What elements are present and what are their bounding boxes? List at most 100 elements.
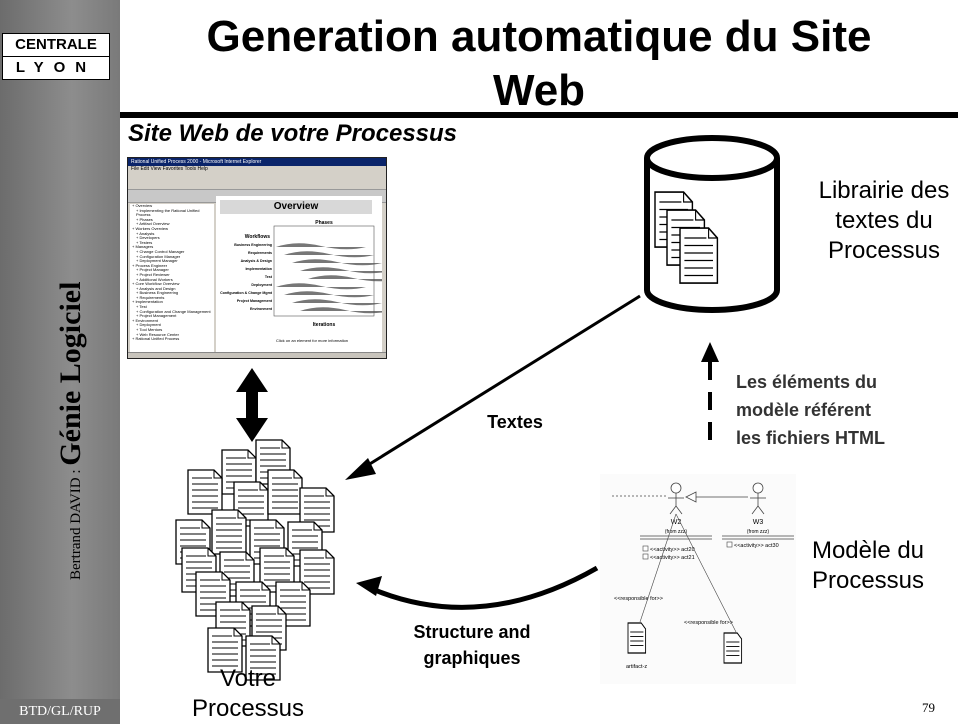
tree-item[interactable]: + Test xyxy=(136,304,147,310)
activity-act20: <<activity>> act20 xyxy=(650,547,695,553)
tree-item[interactable]: + Artifact Overview xyxy=(136,221,170,227)
workflow-row-label: Business Engineering xyxy=(234,243,272,247)
reference-dashed-arrow xyxy=(701,342,719,448)
svg-text:Bertrand DAVID : Génie Lo: Bertrand DAVID : Génie Logiciel xyxy=(54,282,87,580)
library-label-1: Librairie des xyxy=(819,177,950,204)
artifact-name: artifact-z xyxy=(626,664,647,670)
responsible-label-1: <<responsible for>> xyxy=(614,596,663,602)
workflow-row-label: Project Management xyxy=(237,299,273,303)
tree-item[interactable]: + Deployment xyxy=(136,322,161,328)
workflow-hump xyxy=(300,307,382,314)
document-icon xyxy=(267,469,303,515)
model-label-1: Modèle du xyxy=(812,537,924,564)
tree-item[interactable]: + Additional Workers xyxy=(136,276,173,282)
document-icon xyxy=(187,469,223,515)
workflow-hump xyxy=(276,283,366,290)
model-label-2: Processus xyxy=(812,567,924,594)
actor-w2-name: W2 xyxy=(671,519,682,526)
activity-act30: <<activity>> act30 xyxy=(734,543,779,549)
document-icon xyxy=(211,509,247,555)
tree-item[interactable]: + Environment xyxy=(132,317,158,323)
structure-arrow xyxy=(356,565,599,610)
tree-item[interactable]: + Developers xyxy=(136,235,160,241)
artifact-doc-icon xyxy=(627,622,647,654)
tree-item[interactable]: + Testers xyxy=(136,239,153,245)
workflows-label: Workflows xyxy=(245,234,270,240)
browser-hint: Click on an element for more information xyxy=(276,338,348,343)
tree-item[interactable]: + Business Engineering xyxy=(136,290,179,296)
title-rule xyxy=(120,112,958,118)
author-label: Bertrand DAVID : Génie Logiciel xyxy=(54,282,87,580)
tree-item[interactable]: + Project Management xyxy=(136,313,177,319)
browser-menubar: File Edit View Favorites Tools Help xyxy=(131,166,208,172)
actor-w3-icon xyxy=(750,482,766,515)
slide-subtitle: Site Web de votre Processus xyxy=(128,120,458,147)
title-line-2: Web xyxy=(492,66,586,115)
workflow-row-label: Deployment xyxy=(251,283,272,287)
author-main: Génie Logiciel xyxy=(54,282,87,466)
tree-item[interactable]: + Deployment Manager xyxy=(136,258,178,264)
browser-tree: + Overview+ Implementing the Rational Un… xyxy=(130,204,214,352)
elements-label-3: les fichiers HTML xyxy=(736,428,885,448)
browser-titlebar: Rational Unified Process 2000 - Microsof… xyxy=(128,158,386,166)
tree-item[interactable]: + Web Resource Center xyxy=(136,331,179,337)
workflow-row-label: Implementation xyxy=(245,267,272,271)
tree-item[interactable]: + Implementation xyxy=(132,299,163,305)
tree-item[interactable]: + Project Reviewer xyxy=(136,271,170,277)
double-arrow-icon xyxy=(236,368,268,442)
workflow-hump xyxy=(308,275,382,282)
process-label-2: Processus xyxy=(192,695,304,722)
uml-model-diagram: W2 (from zzz) W3 (from zzz) <<activity>>… xyxy=(600,474,796,684)
page-number: 79 xyxy=(922,700,935,715)
title-line-1: Generation automatique du Site xyxy=(206,12,872,61)
browser-screenshot: Rational Unified Process 2000 - Microsof… xyxy=(127,157,387,359)
logo-centrale: CENTRALE xyxy=(2,33,110,57)
structure-label-2: graphiques xyxy=(423,648,520,668)
workflow-hump xyxy=(300,267,382,274)
browser-toolbar xyxy=(128,173,386,190)
textes-arrow xyxy=(345,294,641,480)
tree-item[interactable]: + Overview xyxy=(132,204,153,208)
author-prefix: Bertrand DAVID : xyxy=(68,466,84,580)
elements-label-1: Les éléments du xyxy=(736,372,877,392)
tree-item[interactable]: + Process Engineer xyxy=(132,262,168,268)
tree-item[interactable]: + Workers Overview xyxy=(132,225,169,231)
browser-statusbar xyxy=(128,352,386,358)
actor-w3-from: (from zzz) xyxy=(747,529,770,535)
structure-label-1: Structure and xyxy=(413,622,530,642)
tree-item[interactable]: + Configuration and Change Management xyxy=(136,308,211,314)
tree-item[interactable]: + Change Control Manager xyxy=(136,248,185,254)
workflow-row-label: Configuration & Change Mgmt xyxy=(220,291,273,295)
tree-item[interactable]: + Project Manager xyxy=(136,267,169,273)
tree-item[interactable]: + Implementing the Rational Unified Proc… xyxy=(136,207,200,218)
workflow-hump xyxy=(284,291,374,298)
tree-item[interactable]: + Analysts xyxy=(136,230,155,236)
tree-item[interactable]: + Managers xyxy=(132,244,154,250)
tree-item[interactable]: + Rational Unified Process xyxy=(132,336,180,342)
library-label-2: textes du xyxy=(835,207,932,234)
library-database-icon xyxy=(644,135,780,313)
workflow-hump xyxy=(284,251,374,258)
overview-header: Overview xyxy=(220,200,372,214)
iterations-label: Iterations xyxy=(313,322,336,328)
workflow-row-label: Requirements xyxy=(248,251,272,255)
logo-lyon: LYON xyxy=(2,56,110,80)
process-label-1: Votre xyxy=(220,665,276,692)
workflow-row-label: Analysis & Design xyxy=(241,259,272,263)
actor-w2-icon xyxy=(668,482,684,515)
tree-item[interactable]: + Tool Mentors xyxy=(136,327,163,333)
tree-item[interactable]: + Requirements xyxy=(136,294,165,300)
tree-item[interactable]: + Core Workflow Overview xyxy=(132,281,180,287)
workflow-hump xyxy=(276,243,366,250)
footer-code: BTD/GL/RUP xyxy=(0,699,120,724)
workflow-hump xyxy=(292,259,382,266)
workflow-row-label: Test xyxy=(265,275,273,279)
tree-item[interactable]: + Analysis and Design xyxy=(136,285,176,291)
sidebar-band xyxy=(0,0,120,724)
tree-item[interactable]: + Phases xyxy=(136,216,153,222)
responsible-label-2: <<responsible for>> xyxy=(684,620,733,626)
tree-item[interactable]: + Configuration Manager xyxy=(136,253,181,259)
process-documents-icon xyxy=(175,439,335,681)
